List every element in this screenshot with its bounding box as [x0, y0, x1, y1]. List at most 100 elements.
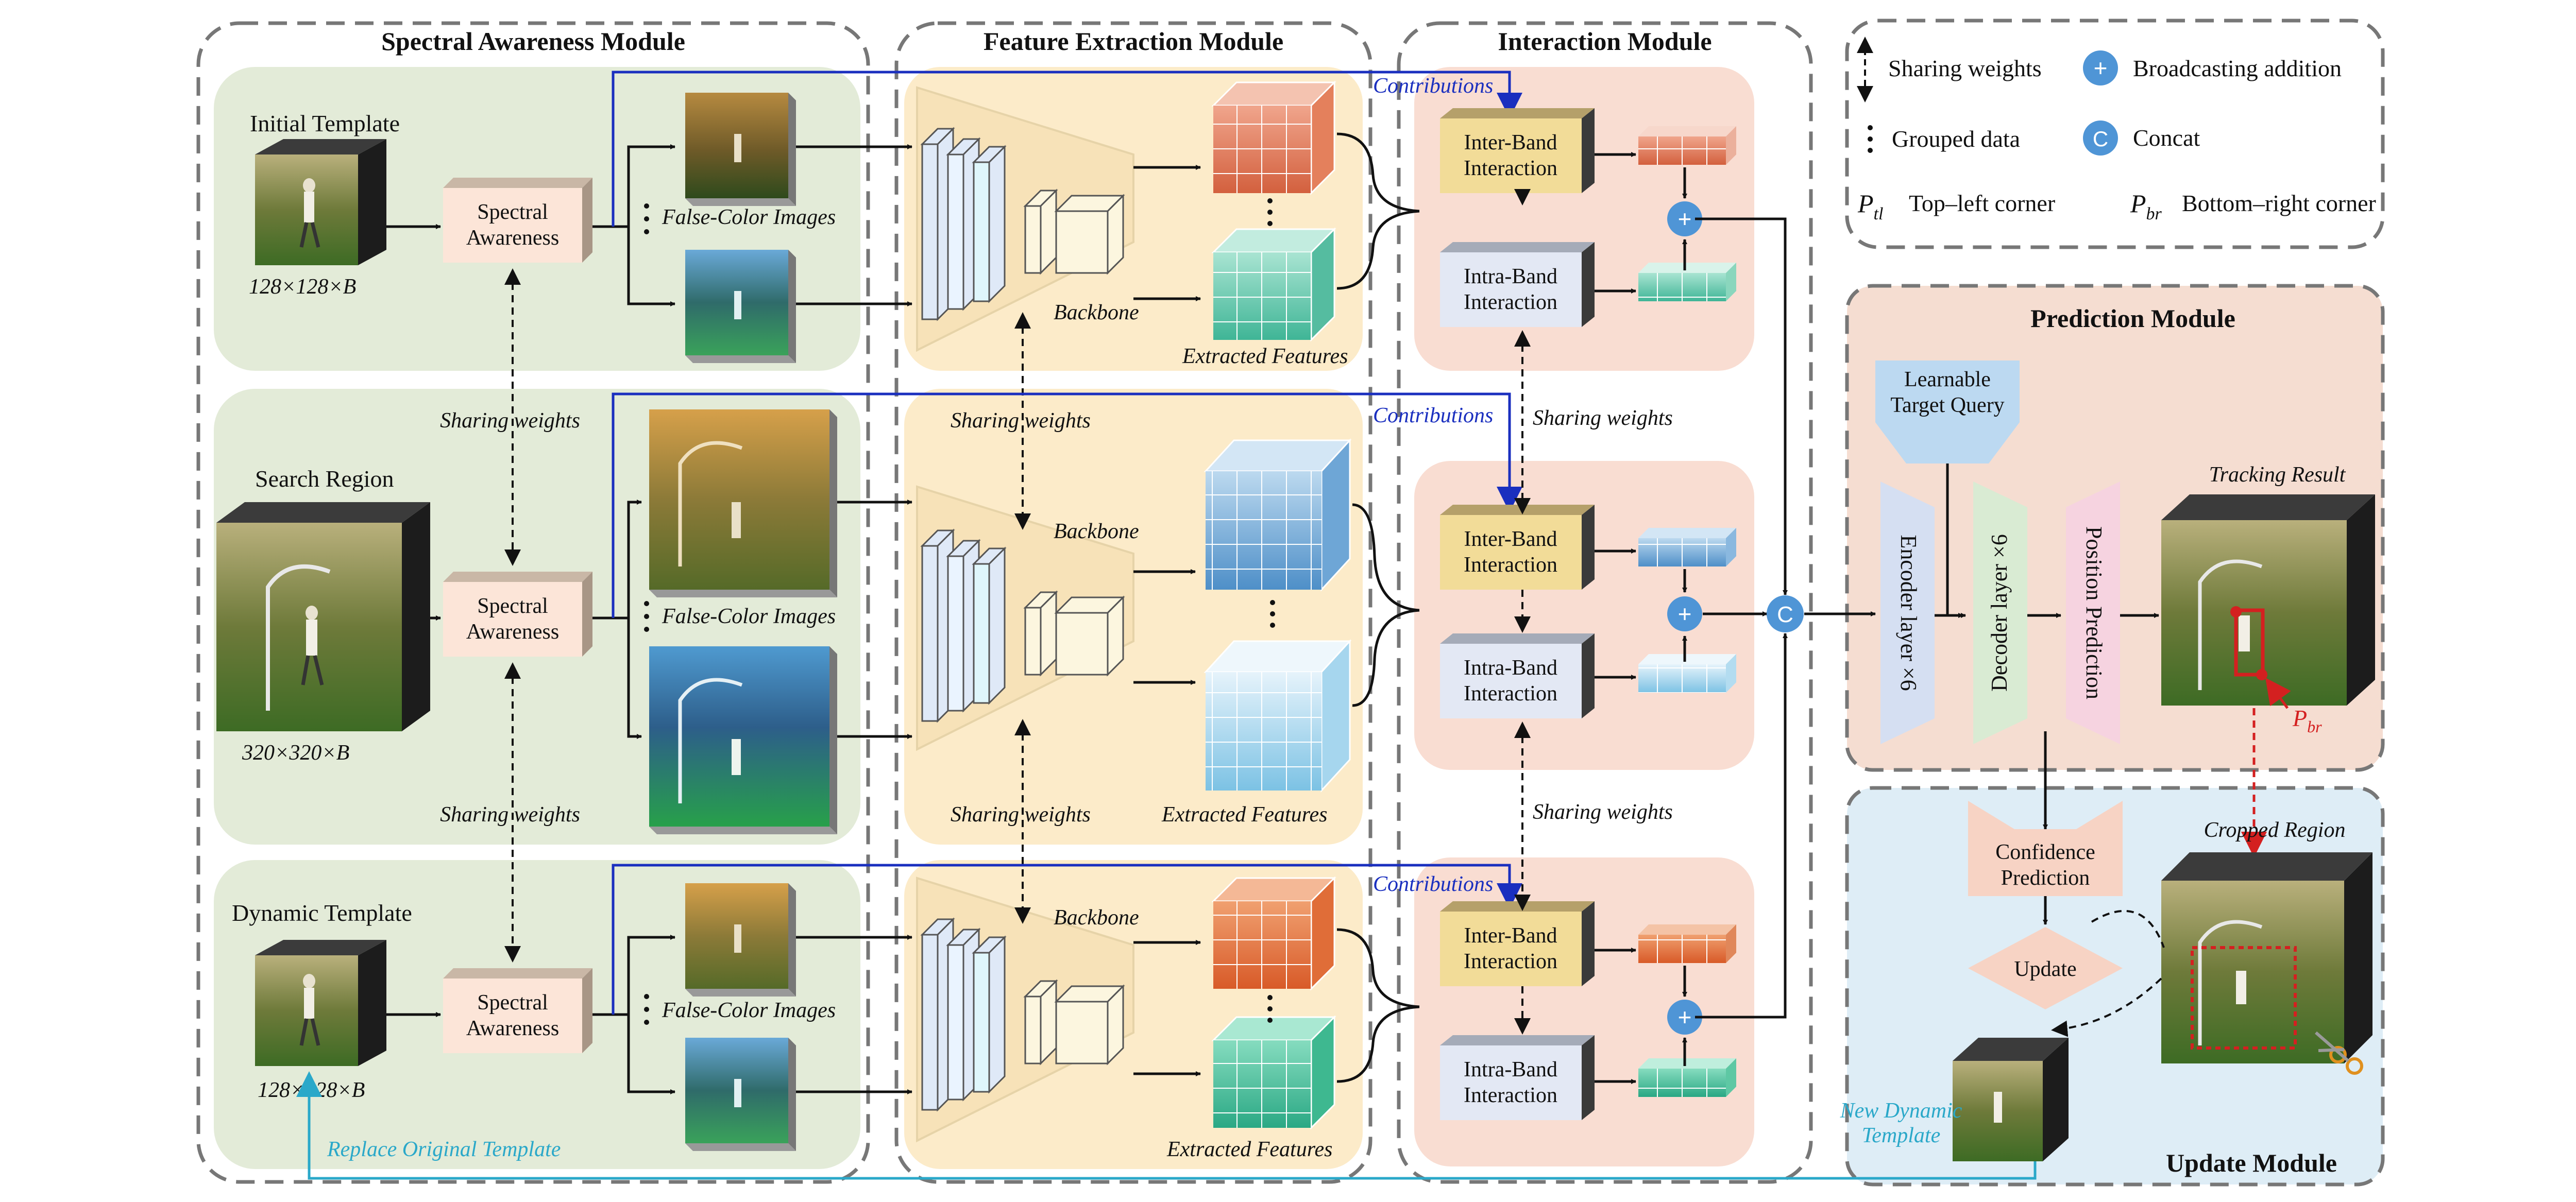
intra-band-block-mid	[1440, 633, 1595, 718]
legend-grouped-dot1	[1868, 125, 1873, 130]
small-feature-bot-2	[1638, 1058, 1736, 1097]
legend-sharing-text: Sharing weights	[1888, 55, 2042, 81]
backbone-bot	[916, 877, 1134, 1143]
confidence-line2: Prediction	[2001, 866, 2090, 890]
feature-sharing-label-2: Sharing weights	[951, 803, 1091, 827]
small-feature-bot-1	[1638, 924, 1736, 963]
initial-template-cube	[255, 139, 386, 265]
intra-band-top-line1: Intra-Band	[1464, 265, 1557, 288]
inter-band-mid-line2: Interaction	[1464, 553, 1557, 577]
false-color-image-top-1	[685, 93, 796, 206]
contributions-label-mid: Contributions	[1373, 404, 1493, 427]
intra-band-block-bot	[1440, 1035, 1595, 1120]
extracted-label-bot: Extracted Features	[1166, 1138, 1333, 1161]
target-query-line2: Target Query	[1890, 393, 2004, 417]
false-color-image-bot-2	[685, 1038, 796, 1151]
intra-band-top-line2: Interaction	[1464, 290, 1557, 314]
concat-symbol: C	[1777, 602, 1793, 627]
false-color-image-bot-1	[685, 883, 796, 997]
false-color-image-mid-1	[649, 409, 837, 597]
extracted-label-top: Extracted Features	[1182, 345, 1348, 368]
intra-band-bot-line2: Interaction	[1464, 1084, 1557, 1107]
backbone-label-top: Backbone	[1054, 301, 1139, 324]
false-color-image-mid-2	[649, 646, 837, 834]
spectral-awareness-mid-line2: Awareness	[466, 620, 559, 644]
crop-box	[2191, 946, 2297, 1050]
legend: Sharing weights + Broadcasting addition …	[1857, 37, 2376, 224]
false-color-image-top-2	[685, 250, 796, 363]
feature-module-outline	[894, 21, 1372, 1184]
false-color-label-bot: False-Color Images	[662, 999, 836, 1022]
feature-cube-top-1	[1211, 80, 1336, 195]
legend-ptl-symbol: Ptl	[1857, 189, 1883, 224]
feature-cube-bot-2	[1211, 1015, 1336, 1130]
update-label: Update	[2014, 957, 2076, 981]
legend-outline	[1845, 19, 2385, 249]
spectral-sharing-label-1: Sharing weights	[440, 409, 580, 433]
add-symbol-mid: +	[1678, 600, 1692, 627]
inter-band-mid-line1: Inter-Band	[1464, 527, 1557, 551]
initial-template-dim: 128×128×B	[249, 275, 356, 299]
search-region-dim: 320×320×B	[242, 741, 349, 765]
backbone-top	[916, 86, 1134, 352]
search-region-label: Search Region	[255, 466, 394, 492]
new-dynamic-template-cube	[1953, 1038, 2069, 1161]
tracking-result-cube	[2161, 494, 2375, 706]
decoder-block	[1973, 482, 2027, 744]
position-prediction-label: Position Prediction	[2081, 526, 2107, 699]
dynamic-template-cube	[255, 940, 386, 1066]
dynamic-template-dim: 128×128×B	[258, 1078, 365, 1102]
inter-band-block-bot	[1440, 901, 1595, 986]
search-region-cube	[216, 502, 430, 731]
legend-grouped-dot2	[1868, 136, 1873, 142]
feature-cube-mid-2	[1204, 639, 1352, 793]
backbone-label-mid: Backbone	[1054, 520, 1139, 543]
backbone-label-bot: Backbone	[1054, 906, 1139, 930]
spectral-awareness-top-line1: Spectral	[477, 200, 548, 224]
interaction-module-outline	[1397, 21, 1813, 1184]
update-module-title: Update Module	[2166, 1148, 2337, 1177]
position-prediction-block	[2066, 482, 2120, 744]
cropped-region-cube	[2161, 852, 2372, 1063]
legend-ptl-text: Top–left corner	[1909, 190, 2055, 216]
intra-band-mid-line2: Interaction	[1464, 682, 1557, 706]
legend-concat-icon	[2083, 121, 2118, 156]
small-feature-top-2	[1638, 263, 1736, 301]
add-symbol-top: +	[1678, 205, 1692, 232]
feature-sharing-label-1: Sharing weights	[951, 409, 1091, 433]
legend-pbr-symbol: Pbr	[2130, 189, 2162, 224]
extracted-label-mid: Extracted Features	[1161, 803, 1328, 827]
inter-band-top-line2: Interaction	[1464, 157, 1557, 180]
small-feature-mid-2	[1638, 654, 1736, 693]
prediction-module-title: Prediction Module	[2030, 304, 2235, 333]
interaction-sharing-label-1: Sharing weights	[1533, 406, 1673, 430]
spectral-awareness-bot-line1: Spectral	[477, 991, 548, 1015]
backbone-mid	[916, 485, 1134, 751]
legend-grouped-dot3	[1868, 148, 1873, 153]
legend-grouped-text: Grouped data	[1892, 126, 2020, 152]
add-icon-mid	[1667, 596, 1702, 631]
spectral-awareness-bot-line2: Awareness	[466, 1017, 559, 1040]
decoder-label: Decoder layer ×6	[1987, 534, 2012, 692]
inter-band-bot-line1: Inter-Band	[1464, 924, 1557, 948]
feature-cube-mid-1	[1204, 438, 1352, 592]
feature-module-title: Feature Extraction Module	[984, 27, 1283, 56]
cropped-region-label: Cropped Region	[2204, 818, 2346, 842]
dynamic-template-label: Dynamic Template	[232, 900, 412, 926]
legend-concat-text: Concat	[2133, 125, 2200, 151]
confidence-line1: Confidence	[1995, 840, 2095, 864]
ptl-marker	[2230, 606, 2242, 617]
initial-template-label: Initial Template	[250, 110, 400, 136]
false-color-label-top: False-Color Images	[662, 205, 836, 229]
contributions-label-bot: Contributions	[1373, 872, 1493, 896]
confidence-prediction-block	[1968, 801, 2123, 896]
legend-broadcast-icon	[2083, 50, 2118, 85]
scissors-icon	[2315, 1031, 2363, 1075]
target-query-line1: Learnable	[1904, 368, 1991, 391]
legend-broadcast-symbol: +	[2094, 55, 2108, 81]
false-color-label-mid: False-Color Images	[662, 605, 836, 628]
interaction-module-title: Interaction Module	[1498, 27, 1711, 56]
spectral-awareness-top-line2: Awareness	[466, 226, 559, 250]
encoder-block	[1880, 482, 1935, 744]
